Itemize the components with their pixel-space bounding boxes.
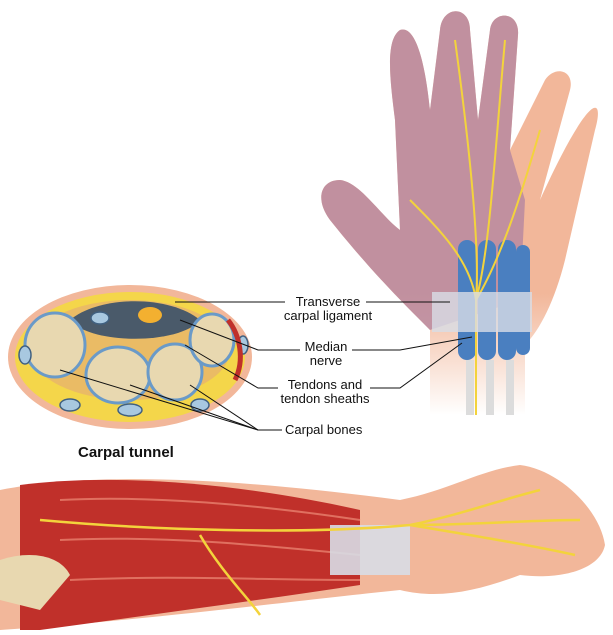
tunnel-contents (70, 301, 200, 339)
label-transverse-carpal-ligament-line1: Transverse (296, 294, 361, 309)
carpal-bone (146, 342, 204, 402)
median-nerve-section (138, 307, 162, 323)
forearm-muscles (20, 479, 360, 630)
cross-section-title: Carpal tunnel (78, 444, 174, 461)
carpal-bone (23, 311, 87, 379)
label-median-nerve-line2: nerve (310, 353, 343, 368)
leader-lines (59, 301, 473, 431)
median-nerve-forearm (39, 488, 581, 616)
forearm-dissection (0, 465, 605, 630)
label-tendons-line2: tendon sheaths (281, 391, 370, 406)
label-tendons-line1: Tendons and (288, 377, 362, 392)
transverse-carpal-ligament-forearm (330, 525, 410, 575)
transverse-carpal-ligament-hand (432, 292, 532, 332)
label-carpal-bones: Carpal bones (285, 422, 363, 437)
median-nerve-hand (409, 39, 541, 415)
bone-elbow (0, 555, 70, 610)
label-median-nerve-line1: Median (305, 339, 348, 354)
carpal-tunnel-cross-section (8, 285, 252, 429)
carpal-bone (188, 312, 236, 368)
label-transverse-carpal-ligament-line2: carpal ligament (284, 308, 373, 323)
hand-palm-view (321, 11, 598, 415)
